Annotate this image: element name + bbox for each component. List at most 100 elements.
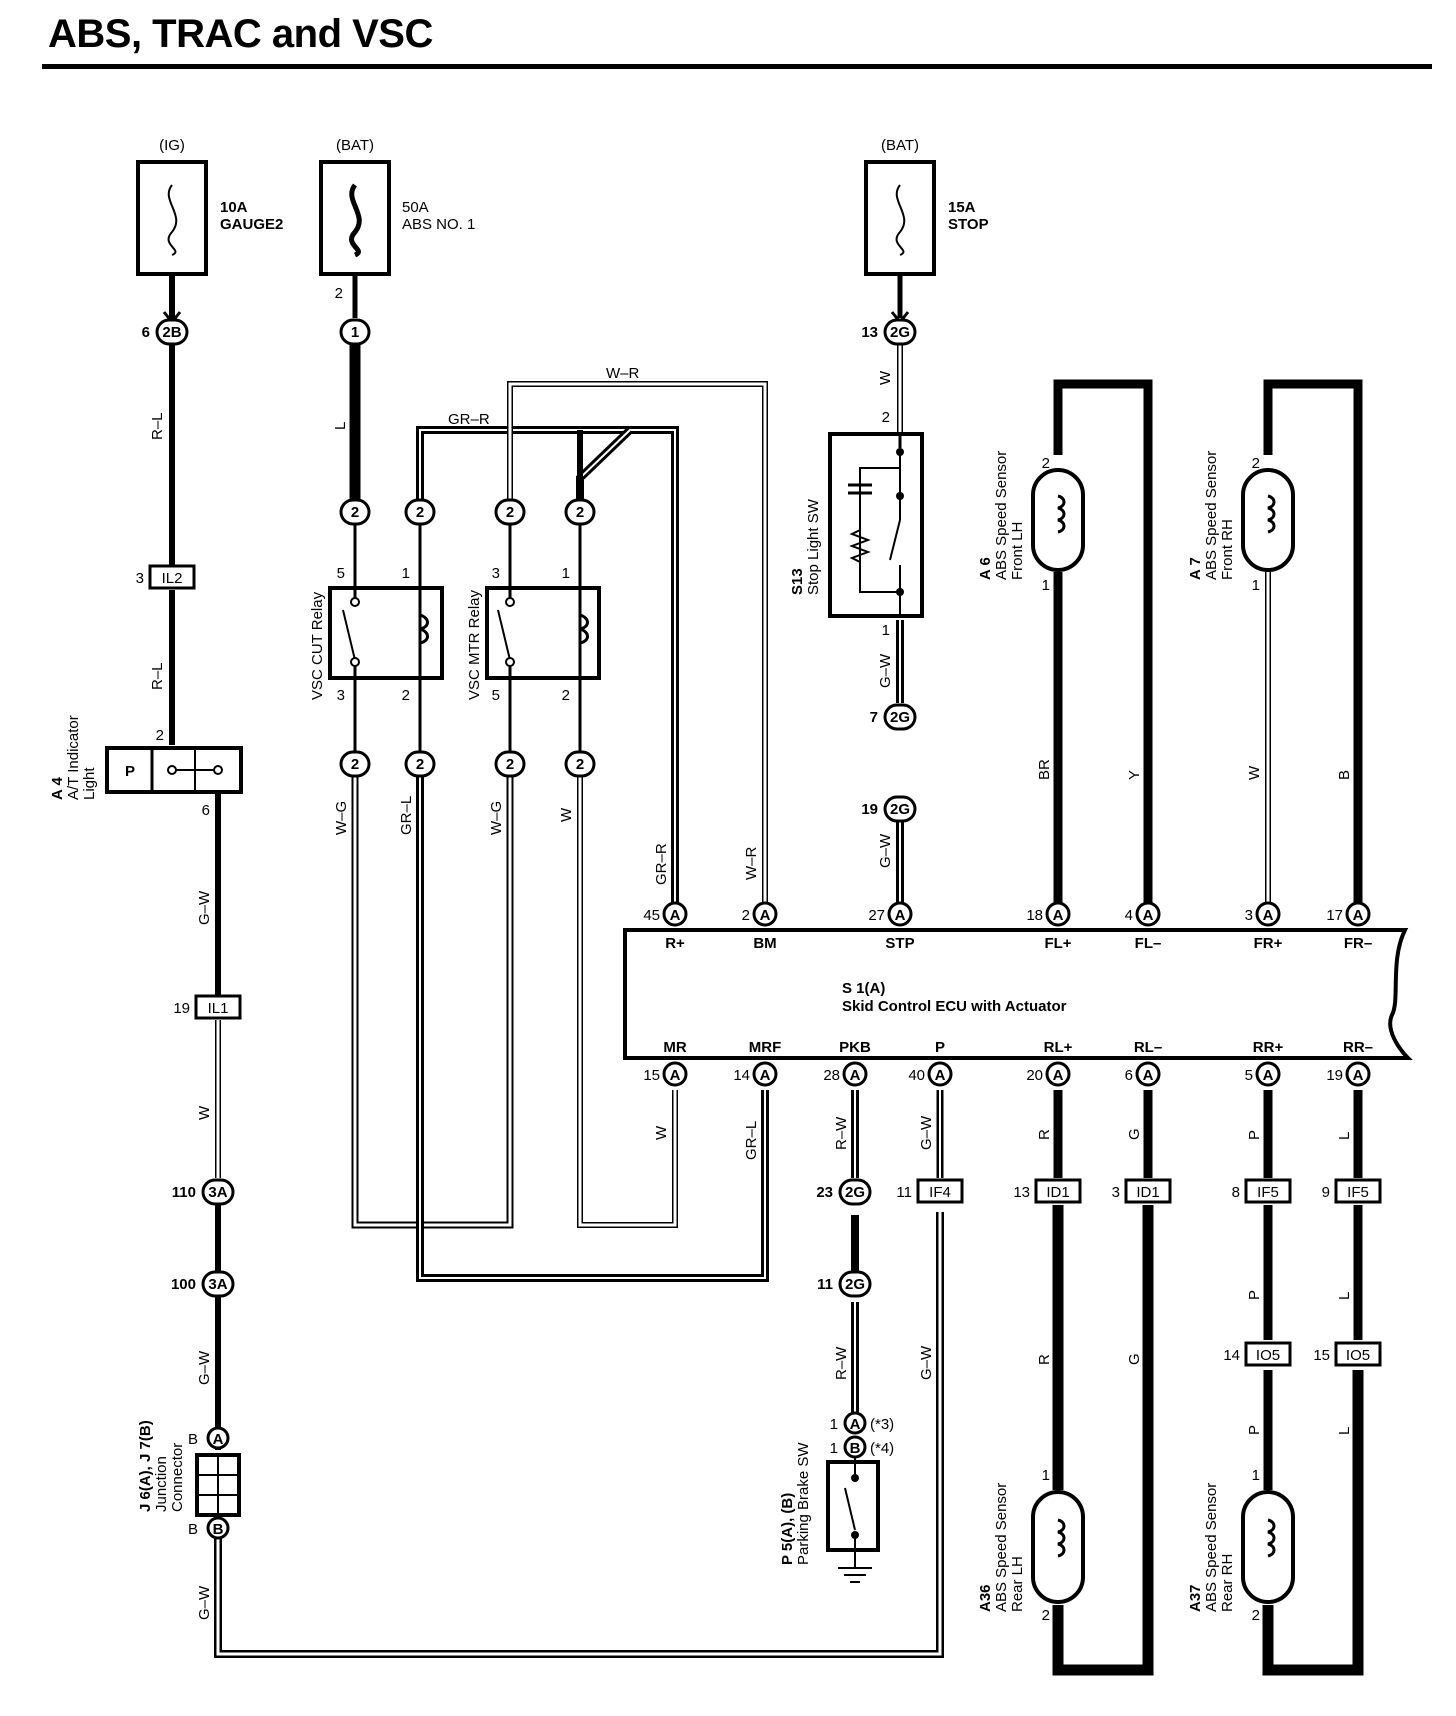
- switch-icon: [342, 609, 356, 661]
- svg-text:G–W: G–W: [196, 1585, 213, 1620]
- svg-text:2: 2: [402, 687, 410, 704]
- coil-icon: [419, 613, 429, 645]
- wires: [169, 263, 1364, 1676]
- ecu-pin-number: 14: [733, 1067, 750, 1084]
- connector-1: [339, 318, 371, 346]
- a4-indicator-light: 2 P 6 A 4 A/T Indicator Light: [49, 715, 243, 819]
- svg-text:3: 3: [1112, 1184, 1120, 1201]
- svg-text:14: 14: [1223, 1347, 1240, 1364]
- svg-text:Front LH: Front LH: [1009, 522, 1026, 580]
- ecu-terminal-label: BM: [753, 935, 776, 952]
- svg-text:Junction: Junction: [153, 1456, 170, 1512]
- svg-text:3: 3: [136, 570, 144, 587]
- svg-text:2: 2: [351, 756, 359, 773]
- svg-text:G–W: G–W: [918, 1345, 935, 1380]
- svg-text:2: 2: [562, 687, 570, 704]
- relay-label: VSC CUT Relay: [309, 591, 326, 700]
- svg-text:IL1: IL1: [208, 1000, 229, 1017]
- svg-text:2: 2: [1042, 455, 1050, 472]
- svg-text:ID1: ID1: [1046, 1184, 1069, 1201]
- svg-text:(*3): (*3): [870, 1416, 894, 1433]
- ecu-pin-number: 45: [643, 907, 660, 924]
- connector-io5: [1244, 1341, 1292, 1367]
- svg-text:IF4: IF4: [929, 1184, 951, 1201]
- a37-speed-sensor-rear-rh: 1 2 A37 ABS Speed Sensor Rear RH: [1187, 1467, 1295, 1624]
- svg-text:1: 1: [1252, 577, 1260, 594]
- ecu-terminal-label: RR–: [1343, 1039, 1373, 1056]
- svg-text:B: B: [213, 1521, 224, 1538]
- ecu-pin-number: 5: [1245, 1067, 1253, 1084]
- svg-text:IO5: IO5: [1346, 1347, 1370, 1364]
- svg-text:G–W: G–W: [196, 1350, 213, 1385]
- connector-io5: [1334, 1341, 1382, 1367]
- ecu-terminal-label: FR–: [1344, 935, 1372, 952]
- ecu-connector-label: A: [1143, 907, 1154, 924]
- ecu-pin-number: 18: [1026, 907, 1043, 924]
- svg-text:ABS Speed Sensor: ABS Speed Sensor: [1203, 451, 1220, 580]
- svg-text:W–R: W–R: [606, 365, 640, 382]
- fuse-name-label: ABS NO. 1: [402, 216, 475, 233]
- svg-text:IF5: IF5: [1347, 1184, 1369, 1201]
- ecu-connector-label: A: [1263, 907, 1274, 924]
- fuse-amp-label: 50A: [402, 199, 429, 216]
- connector-if4: [916, 1178, 964, 1204]
- svg-text:Rear LH: Rear LH: [1009, 1556, 1026, 1612]
- ecu-connector-label: A: [850, 1067, 861, 1084]
- svg-text:2G: 2G: [890, 324, 910, 341]
- resistor-icon: [849, 529, 871, 563]
- fuse-name-label: GAUGE2: [220, 216, 283, 233]
- svg-text:L: L: [1336, 1427, 1353, 1435]
- svg-text:A/T Indicator: A/T Indicator: [65, 715, 82, 800]
- svg-text:IL2: IL2: [162, 570, 183, 587]
- sensor-coil-icon: [1057, 1518, 1066, 1558]
- svg-text:2B: 2B: [162, 324, 181, 341]
- ecu-connector-a: [1135, 901, 1161, 927]
- svg-text:Front RH: Front RH: [1219, 519, 1236, 580]
- svg-text:2G: 2G: [845, 1276, 865, 1293]
- round-connectors: 2B 6 2 1 2G 13 2 2 2 2 2 2 2 2 2G 7 2G: [142, 285, 917, 1298]
- svg-text:3A: 3A: [208, 1276, 227, 1293]
- ecu-connector-label: A: [670, 1067, 681, 1084]
- fuse-abs-no1: (BAT) 50A ABS NO. 1: [319, 137, 475, 276]
- svg-text:GR–R: GR–R: [653, 843, 670, 885]
- ecu-connector-a: [1345, 1061, 1371, 1087]
- ecu-terminal-label: PKB: [839, 1039, 871, 1056]
- fuse-icon: [895, 184, 906, 256]
- svg-text:W: W: [558, 807, 575, 822]
- ecu-connector-a: [1045, 901, 1071, 927]
- ecu-terminal-label: RR+: [1253, 1039, 1284, 1056]
- a7-speed-sensor-front-rh: 2 1 A 7 ABS Speed Sensor Front RH: [1187, 451, 1295, 594]
- coil-icon: [579, 613, 589, 645]
- connector-if5: [1244, 1178, 1292, 1204]
- svg-text:Light: Light: [81, 767, 98, 800]
- svg-text:IO5: IO5: [1256, 1347, 1280, 1364]
- ecu-connector-label: A: [935, 1067, 946, 1084]
- svg-text:Stop Light SW: Stop Light SW: [805, 498, 822, 595]
- ecu-connector-a: [1135, 1061, 1161, 1087]
- p5-parking-brake-switch: A 1 (*3) B 1 (*4) P 5(A), (B) Parking Br…: [779, 1411, 894, 1583]
- ecu-connector-a: [887, 901, 913, 927]
- svg-text:B: B: [850, 1440, 861, 1457]
- svg-text:2: 2: [416, 504, 424, 521]
- svg-text:A: A: [850, 1416, 861, 1433]
- a6-speed-sensor-front-lh: 2 1 A 6 ABS Speed Sensor Front LH: [977, 451, 1085, 594]
- svg-text:Rear RH: Rear RH: [1219, 1554, 1236, 1612]
- svg-text:19: 19: [861, 801, 878, 818]
- svg-text:W: W: [196, 1105, 213, 1120]
- fuse-stop: (BAT) 15A STOP: [864, 137, 989, 276]
- svg-text:R–L: R–L: [149, 662, 166, 690]
- ecu-pin-number: 2: [742, 907, 750, 924]
- svg-text:11: 11: [817, 1276, 833, 1293]
- ecu-pin-number: 27: [868, 907, 885, 924]
- svg-text:2: 2: [576, 756, 584, 773]
- connector-3a: [201, 1270, 235, 1298]
- svg-text:L: L: [1336, 1132, 1353, 1140]
- svg-text:W–G: W–G: [488, 801, 505, 835]
- svg-text:1: 1: [882, 622, 890, 639]
- connector-2g: [883, 318, 917, 346]
- svg-text:6: 6: [202, 802, 210, 819]
- connector-2g: [838, 1270, 872, 1298]
- connector-id1: [1034, 1178, 1082, 1204]
- connector-b: [206, 1516, 230, 1540]
